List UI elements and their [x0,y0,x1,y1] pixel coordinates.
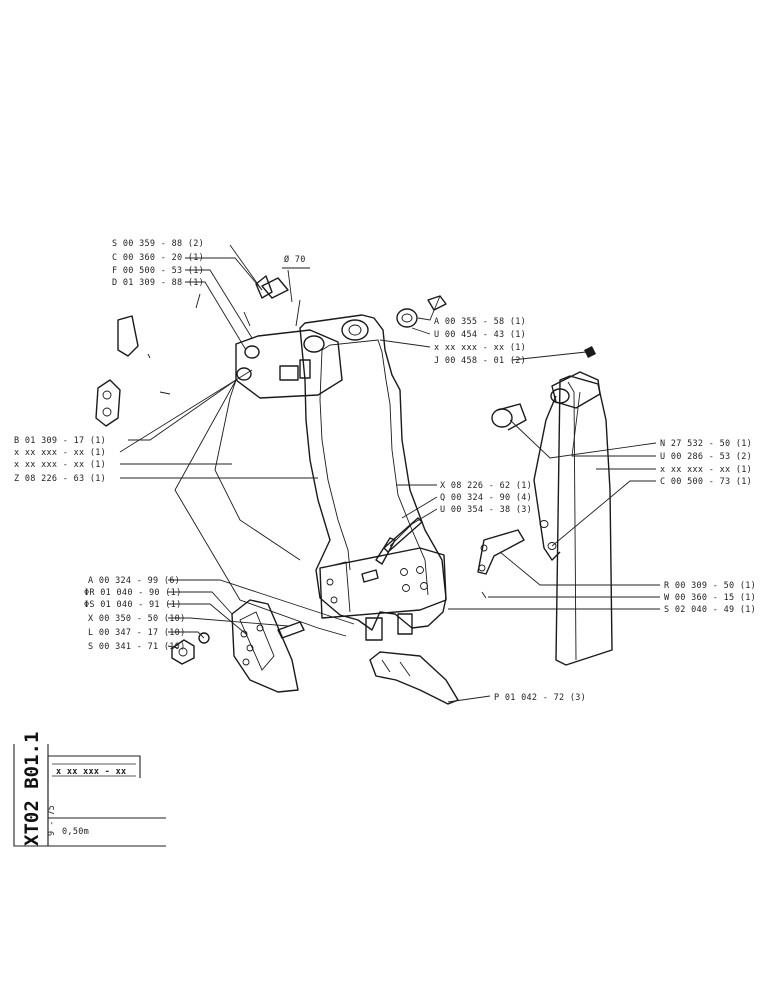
label-q00324: Q 00 324 - 90 (4) [440,493,532,503]
lock-washer [198,632,210,644]
detached-link-lower [95,379,171,427]
cotter-pin [427,295,447,311]
ripper-shank [299,314,447,641]
bushing-left [491,403,527,431]
drawing-code: XT02 B01.1 [21,732,43,846]
label-b01309: B 01 309 - 17 (1) [14,436,106,446]
label-c00360: C 00 360 - 20 (1) [112,253,204,263]
label-x08226: X 08 226 - 62 (1) [440,481,532,491]
ripper-tip [369,651,459,705]
pivot-pin [261,267,310,303]
label-l00347: L 00 347 - 17 (10) [88,628,186,638]
label-u00354: U 00 354 - 38 (3) [440,505,532,515]
part-number: x xx xxx - xx [56,767,126,777]
label-a00355: A 00 355 - 58 (1) [434,317,526,327]
label-u00286: U 00 286 - 53 (2) [660,452,752,462]
label-s00341: S 00 341 - 71 (10) [88,642,186,652]
nut [171,639,195,665]
label-s00359: S 00 359 - 88 (2) [112,239,204,249]
washer [396,308,418,328]
label-x00350: X 00 350 - 50 (10) [88,614,186,624]
detached-link-upper [117,315,151,359]
plate-bolt [277,621,305,639]
retaining-pin [477,529,525,599]
label-s01040: ΦS 01 040 - 91 (1) [84,600,182,610]
label-f00500: F 00 500 - 53 (1) [112,266,204,276]
label-xxx-4: x xx xxx - xx (1) [660,465,752,475]
link-bracket [174,275,347,637]
label-u00454: U 00 454 - 43 (1) [434,330,526,340]
label-p01042: P 01 042 - 72 (3) [494,693,586,703]
label-xxx-1: x xx xxx - xx (1) [434,343,526,353]
label-w00360: W 00 360 - 15 (1) [664,593,756,603]
title-block: XT02 B01.1 9 - 75 x xx xxx - xx 0,50m [13,732,166,847]
bushing-upper [550,346,601,409]
drawing-date: 9 - 75 [47,805,57,836]
label-z08226: Z 08 226 - 63 (1) [14,474,106,484]
shank-protector [533,375,613,666]
label-c00500: C 00 500 - 73 (1) [660,477,752,487]
label-a00324: A 00 324 - 99 (6) [88,576,180,586]
description: 0,50m [62,827,89,837]
callout-labels: S 00 359 - 88 (2) C 00 360 - 20 (1) F 00… [14,239,756,703]
label-n27532: N 27 532 - 50 (1) [660,439,752,449]
label-r01040: ΦR 01 040 - 90 (1) [84,588,182,598]
label-s02040: S 02 040 - 49 (1) [664,605,756,615]
leader-lines [119,244,660,703]
wear-plate [231,599,299,693]
label-xxx-2: x xx xxx - xx (1) [14,448,106,458]
label-xxx-3: x xx xxx - xx (1) [14,460,106,470]
label-j00458: J 00 458 - 01 (2) [434,356,526,366]
label-r00309: R 00 309 - 50 (1) [664,581,756,591]
label-diameter: Ø 70 [284,254,306,265]
label-d01309: D 01 309 - 88 (1) [112,278,204,288]
